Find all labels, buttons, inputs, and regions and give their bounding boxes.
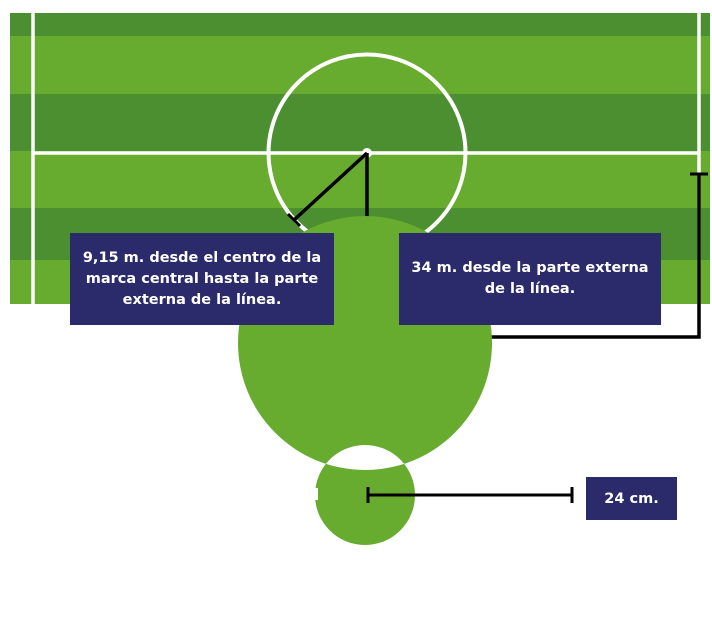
center-mark-notch [226,488,318,500]
mark-size-label: 24 cm. [586,477,677,520]
center-radius-label-text: 9,15 m. desde el centro de la marca cent… [82,249,322,308]
mark-size-measure [366,487,574,503]
pitch-stripe [10,94,710,151]
pitch-stripe [10,36,710,94]
center-radius-label: 9,15 m. desde el centro de la marca cent… [70,233,334,325]
radius-measure-line [292,151,369,222]
pitch-stripe [10,13,710,36]
mark-size-label-text: 24 cm. [604,490,659,507]
radius-measure-cap [286,212,302,228]
side-distance-label: 34 m. desde la parte externa de la línea… [399,233,661,325]
side-distance-label-text: 34 m. desde la parte externa de la línea… [411,260,649,297]
